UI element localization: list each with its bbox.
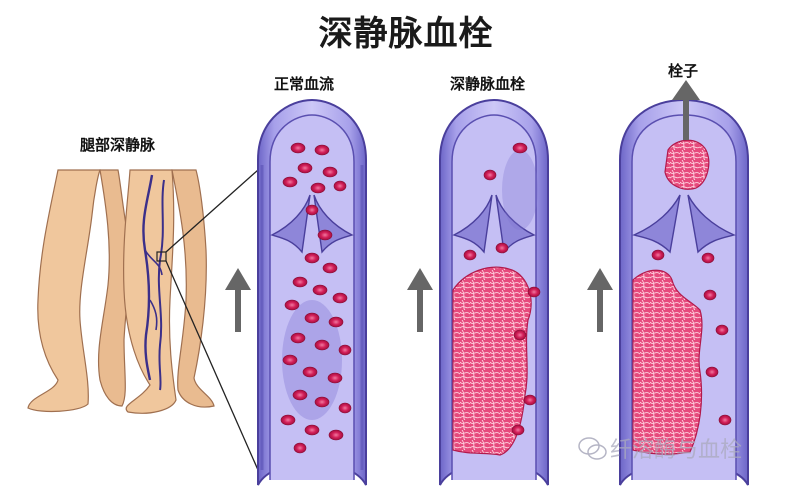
vessel-embolus [620,80,748,485]
dvt-label: 深静脉血栓 [450,73,525,94]
wechat-icon [578,436,608,462]
embolus [665,140,709,189]
watermark-text: 纤溶酶与血栓 [610,432,742,464]
up-arrow-icon [587,268,613,332]
up-arrow-icon [225,268,251,332]
up-arrow-icon [407,268,433,332]
normal-flow-label: 正常血流 [274,73,334,94]
leg-illustration [28,170,214,413]
embolus-label: 栓子 [668,60,698,81]
leg-deep-vein-label: 腿部深静脉 [80,134,155,155]
